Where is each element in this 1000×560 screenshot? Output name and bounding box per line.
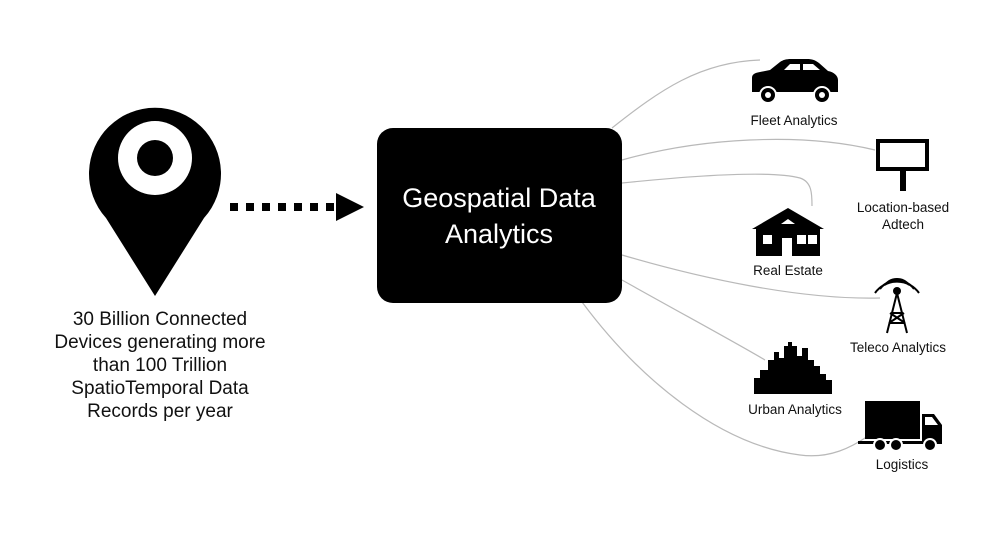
fleet-analytics-label: Fleet Analytics — [750, 113, 837, 128]
app-logistics: Logistics — [858, 401, 942, 472]
logistics-label: Logistics — [876, 457, 929, 472]
car-icon — [752, 59, 838, 104]
caption-line: Records per year — [87, 401, 233, 422]
app-fleet-analytics: Fleet Analytics — [750, 59, 838, 128]
adtech-label-line-1: Location-based — [857, 200, 949, 215]
house-icon — [752, 208, 824, 256]
dotted-arrow — [230, 193, 364, 221]
connectors — [581, 59, 881, 457]
app-urban-analytics: Urban Analytics — [748, 342, 842, 417]
source-caption: 30 Billion Connected Devices generating … — [30, 308, 290, 423]
app-real-estate: Real Estate — [752, 208, 824, 278]
billboard-icon — [876, 139, 929, 191]
caption-line: than 100 Trillion — [92, 355, 228, 376]
antenna-tower-icon — [874, 278, 920, 334]
app-teleco-analytics: Teleco Analytics — [850, 278, 946, 355]
city-skyline-icon — [754, 342, 832, 394]
connector-real-estate — [621, 173, 813, 207]
connector-adtech — [621, 138, 876, 161]
truck-icon — [858, 401, 942, 452]
hub-title-line-2: Analytics — [445, 219, 553, 249]
caption-line: 30 Billion Connected — [72, 309, 248, 330]
teleco-analytics-label: Teleco Analytics — [850, 340, 946, 355]
connector-logistics — [581, 301, 869, 457]
app-location-adtech: Location-based Adtech — [857, 139, 949, 232]
urban-analytics-label: Urban Analytics — [748, 402, 842, 417]
real-estate-label: Real Estate — [753, 263, 823, 278]
hub-title-line-1: Geospatial Data — [402, 183, 597, 213]
connector-urban — [621, 279, 766, 361]
arrowhead-icon — [336, 193, 364, 221]
location-pin-icon — [89, 107, 222, 296]
caption-line: Devices generating more — [54, 332, 266, 353]
connector-fleet — [611, 59, 761, 129]
caption-line: SpatioTemporal Data — [71, 378, 249, 399]
adtech-label-line-2: Adtech — [882, 217, 924, 232]
hub-box: Geospatial Data Analytics — [377, 128, 622, 303]
connector-teleco — [621, 254, 881, 299]
